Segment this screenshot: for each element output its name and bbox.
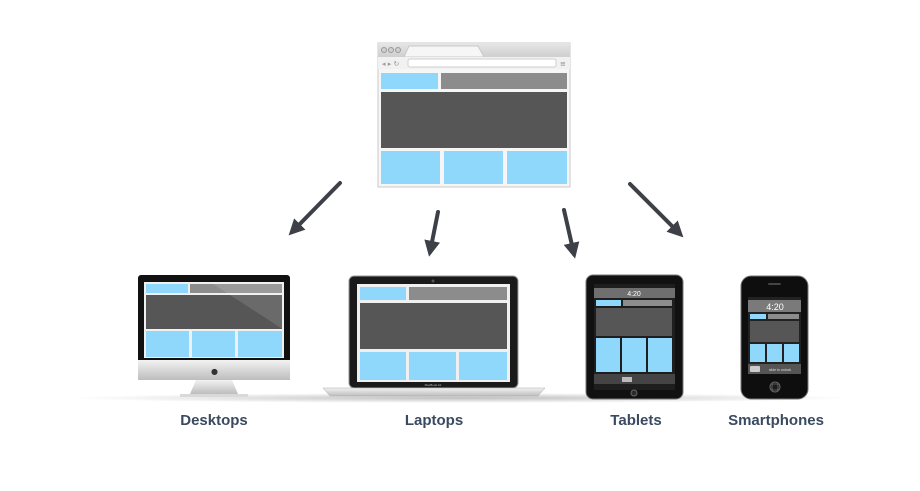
phone-clock: 4:20	[766, 302, 784, 312]
unlock-hint: slide to unlock	[769, 368, 791, 372]
label-smartphones: Smartphones	[728, 412, 824, 429]
label-desktops: Desktops	[180, 412, 248, 429]
browser-window: ◂ ▸ ↻ ≡	[377, 42, 571, 188]
browser-tab	[403, 45, 485, 58]
arrow-to-smartphones	[628, 182, 684, 238]
tablet-clock: 4:20	[627, 291, 641, 298]
arrow-to-laptops	[424, 210, 441, 257]
apple-logo-icon: ●	[211, 367, 218, 376]
label-laptops: Laptops	[404, 412, 464, 429]
smartphone-device: 4:20 slide to unlock	[740, 275, 809, 400]
arrow-to-tablets	[562, 208, 580, 259]
tablet-home-button	[630, 389, 638, 397]
arrow-to-desktops	[288, 181, 342, 236]
desktop-device: ●	[138, 275, 290, 397]
menu-icon: ≡	[560, 60, 566, 68]
laptop-brand-text: MacBook Air	[425, 383, 442, 387]
arrows	[288, 181, 684, 259]
address-bar	[407, 58, 557, 68]
back-icon: ◂ ▸ ↻	[382, 60, 399, 68]
browser-max-dot	[395, 47, 401, 53]
label-tablets: Tablets	[610, 412, 662, 429]
laptop-device: MacBook Air	[322, 275, 546, 397]
browser-close-dot	[381, 47, 387, 53]
tablet-device: 4:20	[585, 274, 684, 400]
browser-min-dot	[388, 47, 394, 53]
phone-home-button	[769, 381, 781, 393]
